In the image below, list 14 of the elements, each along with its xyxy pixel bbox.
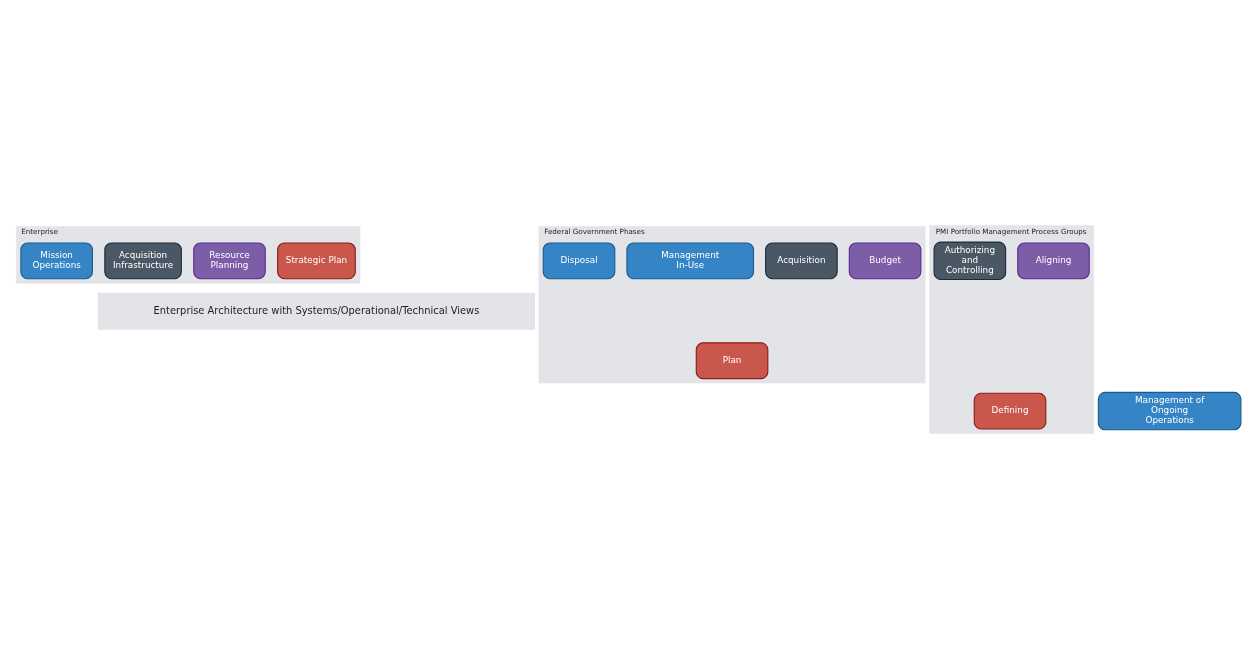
node-box: Strategic Plan (277, 241, 356, 279)
node-box: Plan (695, 341, 769, 379)
node-box: Management In-Use (626, 241, 755, 279)
node-box: Acquisition Infrastructure (104, 241, 182, 279)
node-box: Budget (848, 241, 922, 279)
node-box: Mission Operations (20, 241, 93, 279)
node-box: Management of Ongoing Operations (1097, 391, 1242, 430)
node-box: Disposal (542, 241, 616, 279)
node-box: Authorizing and Controlling (933, 241, 1007, 280)
node-box: Enterprise Architecture with Systems/Operational/Technical Views (97, 292, 535, 330)
node-box: Acquisition (765, 241, 838, 279)
node-box: Resource Planning (193, 241, 266, 279)
node-box: Defining (973, 392, 1047, 430)
node-box: Aligning (1017, 241, 1090, 279)
